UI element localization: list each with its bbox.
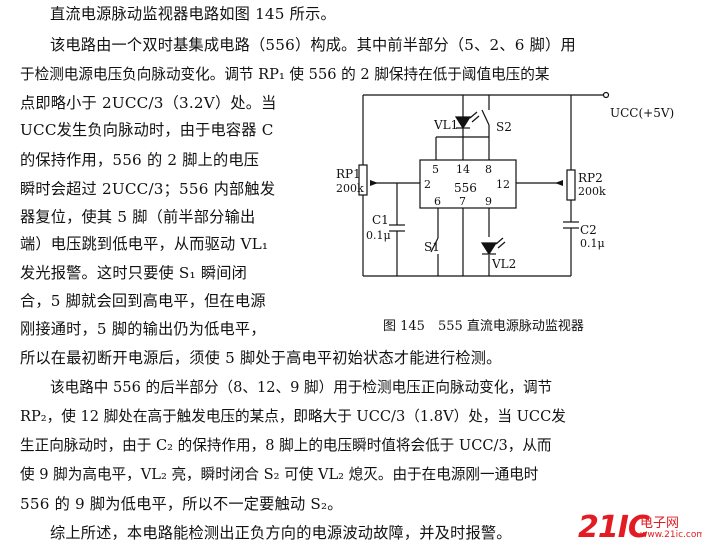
pin-6: 6 — [434, 195, 441, 208]
ic-label: 556 — [454, 181, 477, 195]
pin-12: 12 — [496, 178, 510, 191]
text-line-8: 器复位，使其 5 脚（前半部分输出 — [20, 208, 256, 226]
text-line-4: 点即略小于 2UCC/3（3.2V）处。当 — [20, 94, 277, 112]
s1-label: S1 — [424, 240, 440, 254]
c2-value: 0.1μ — [580, 237, 605, 250]
c1-name: C1 — [372, 213, 389, 227]
text-line-6: 的保持作用，556 的 2 脚上的电压 — [20, 151, 260, 169]
rp2-value: 200k — [578, 185, 606, 198]
pin-9: 9 — [485, 195, 492, 208]
vl2-led-icon — [480, 237, 506, 256]
rp1-wiper-arrow — [370, 180, 378, 186]
text-line-5: UCC发生负向脉动时，由于电容器 C — [20, 121, 274, 139]
vl2-label: VL2 — [491, 257, 516, 271]
text-line-14: 该电路中 556 的后半部分（8、12、9 脚）用于检测电压正向脉动变化，调节 — [50, 379, 553, 396]
pin-7: 7 — [459, 195, 466, 208]
text-line-15: RP₂，使 12 脚处在高于触发电压的某点，即略大于 UCC/3（1.8V）处，… — [20, 408, 566, 425]
supply-label: UCC(+5V) — [610, 106, 674, 120]
text-line-1: 直流电源脉动监视器电路如图 145 所示。 — [50, 5, 336, 23]
pin-5: 5 — [432, 163, 439, 176]
watermark-site: 电子网 — [640, 516, 680, 531]
text-line-11: 合，5 脚就会回到高电平，但在电源 — [20, 292, 266, 310]
rp1-value: 200k — [336, 182, 364, 195]
vl1-label: VL1 — [433, 118, 458, 132]
text-line-16: 生正向脉动时，由于 C₂ 的保持作用，8 脚上的电压瞬时值将会低于 UCC/3，… — [20, 437, 552, 454]
text-line-7: 瞬时会超过 2UCC/3；556 内部触发 — [20, 180, 276, 198]
figure-caption: 图 145 555 直流电源脉动监视器 — [383, 319, 584, 334]
rp1-name: RP1 — [336, 167, 361, 181]
watermark-logo: 21IC 电子网 www.21ic.com — [578, 510, 702, 545]
watermark-url: www.21ic.com — [640, 530, 702, 540]
text-line-18: 556 的 9 脚为低电平，所以不一定要触动 S₂。 — [20, 495, 343, 513]
text-line-12: 刚接通时，5 脚的输出仍为低电平， — [20, 320, 266, 338]
pin-8: 8 — [485, 163, 492, 176]
pin-2: 2 — [424, 178, 431, 191]
text-line-17: 使 9 脚为高电平，VL₂ 亮，瞬时闭合 S₂ 可使 VL₂ 熄灭。由于在电源刚… — [20, 466, 539, 483]
rp2-wiper-arrow — [555, 180, 563, 186]
text-line-2: 该电路由一个双时基集成电路（556）构成。其中前半部分（5、2、6 脚）用 — [50, 36, 576, 54]
rp2-name: RP2 — [578, 171, 603, 185]
c1-value: 0.1μ — [366, 229, 391, 242]
vl1-led-icon — [454, 111, 480, 130]
text-line-10: 发光报警。这时只要使 S₁ 瞬间闭 — [20, 264, 247, 282]
watermark-21ic: 21IC — [578, 510, 650, 545]
text-line-9: 端）电压跳到低电平，从而驱动 VL₁ — [20, 235, 269, 253]
text-line-13: 所以在最初断开电源后，须使 5 脚处于高电平初始状态才能进行检测。 — [20, 349, 502, 367]
c2-name: C2 — [580, 223, 597, 237]
text-line-3: 于检测电源电压负向脉动变化。调节 RP₁ 使 556 的 2 脚保持在低于阈值电… — [20, 66, 550, 83]
s2-label: S2 — [496, 120, 512, 134]
text-line-19: 综上所述，本电路能检测出正负方向的电源波动故障，并及时报警。 — [50, 524, 512, 542]
pin-14: 14 — [456, 163, 470, 176]
